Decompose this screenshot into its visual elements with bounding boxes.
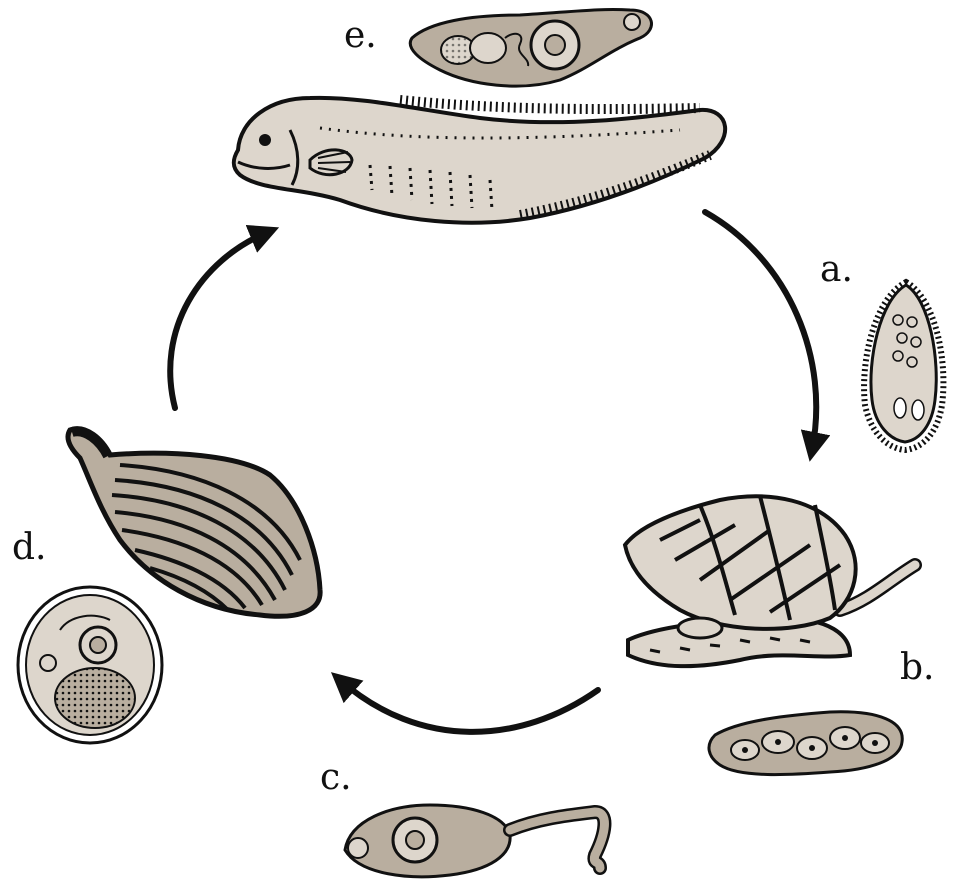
adult-fluke-icon [410, 9, 651, 86]
stage-label-e: e. [344, 18, 377, 54]
stage-label-d: d. [12, 530, 47, 566]
miracidium-icon [864, 282, 943, 450]
eel-icon [234, 98, 725, 223]
arrow-clam-to-eel [170, 232, 268, 408]
arrow-snail-to-clam [340, 680, 598, 732]
arrow-eel-to-snail [705, 212, 816, 450]
stage-label-b: b. [900, 650, 935, 686]
cercaria-icon [345, 805, 604, 877]
stage-label-c: c. [320, 760, 352, 796]
stage-label-a: a. [820, 252, 853, 288]
sporocyst-icon [709, 712, 902, 775]
metacercaria-cyst-icon [18, 587, 162, 743]
snail-icon [625, 496, 915, 666]
